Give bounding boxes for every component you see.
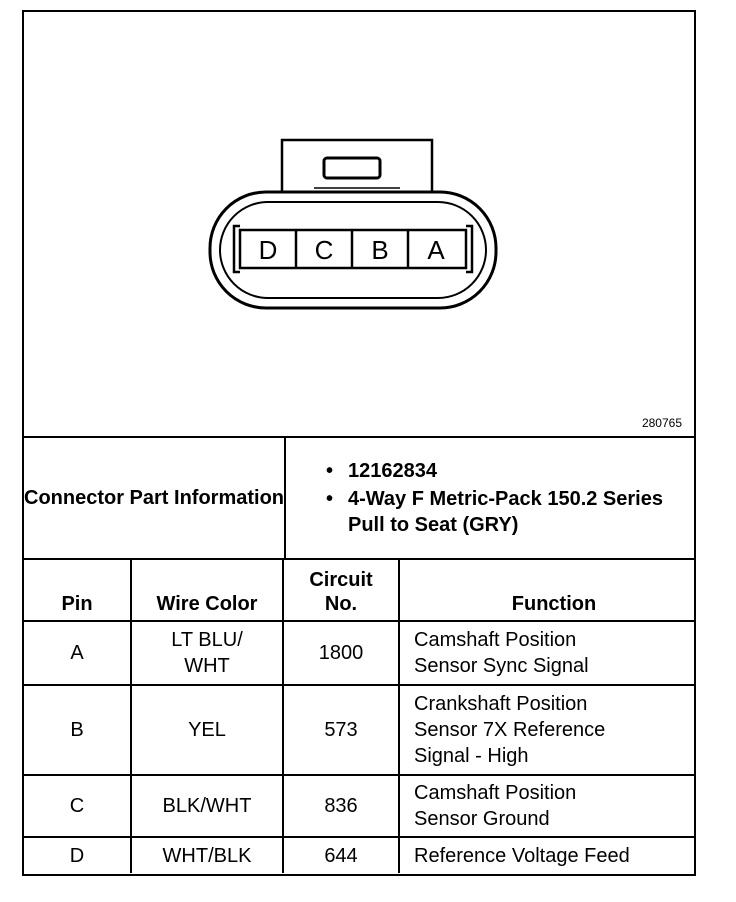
table-row: C BLK/WHT 836 Camshaft Position Sensor G… — [24, 774, 694, 838]
wire-color-cell: WHT/BLK — [130, 836, 284, 873]
pin-table: Pin Wire Color Circuit No. Function A LT… — [24, 558, 694, 873]
connector-diagram: D C B A 280765 — [24, 12, 694, 436]
cavity-label-c: C — [315, 235, 334, 265]
circuit-cell: 644 — [282, 836, 400, 873]
header-function: Function — [398, 558, 694, 622]
circuit-cell: 836 — [282, 774, 400, 838]
connector-info-frame: D C B A 280765 Connector Part Informatio… — [22, 10, 696, 876]
table-row: D WHT/BLK 644 Reference Voltage Feed — [24, 836, 694, 873]
pin-cell: C — [24, 774, 132, 838]
cavity-label-a: A — [427, 235, 445, 265]
table-row: B YEL 573 Crankshaft Position Sensor 7X … — [24, 684, 694, 776]
latch-slot — [322, 156, 382, 180]
pin-cell: A — [24, 620, 132, 686]
connector-drawing: D C B A — [208, 138, 498, 310]
wire-color-cell: LT BLU/ WHT — [130, 620, 284, 686]
header-pin: Pin — [24, 558, 132, 622]
pin-cell: D — [24, 836, 132, 873]
circuit-cell: 573 — [282, 684, 400, 776]
wire-color-cell: YEL — [130, 684, 284, 776]
figure-id: 280765 — [641, 416, 682, 430]
function-cell: Crankshaft Position Sensor 7X Reference … — [398, 684, 694, 776]
part-description: 4-Way F Metric-Pack 150.2 Series Pull to… — [326, 486, 694, 538]
circuit-cell: 1800 — [282, 620, 400, 686]
connector-part-info: Connector Part Information 12162834 4-Wa… — [24, 436, 694, 558]
header-circuit: Circuit No. — [282, 558, 400, 622]
cavity-label-b: B — [371, 235, 388, 265]
function-cell: Camshaft Position Sensor Sync Signal — [398, 620, 694, 686]
pin-table-header: Pin Wire Color Circuit No. Function — [24, 558, 694, 622]
wire-color-cell: BLK/WHT — [130, 774, 284, 838]
connector-inner-rim — [219, 201, 487, 299]
function-cell: Camshaft Position Sensor Ground — [398, 774, 694, 838]
header-wire-color: Wire Color — [130, 558, 284, 622]
part-info-values: 12162834 4-Way F Metric-Pack 150.2 Serie… — [285, 436, 694, 558]
part-info-label: Connector Part Information — [24, 436, 286, 558]
cavity-label-d: D — [259, 235, 278, 265]
function-cell: Reference Voltage Feed — [398, 836, 694, 873]
pin-cell: B — [24, 684, 132, 776]
part-number: 12162834 — [326, 458, 694, 484]
table-row: A LT BLU/ WHT 1800 Camshaft Position Sen… — [24, 620, 694, 686]
